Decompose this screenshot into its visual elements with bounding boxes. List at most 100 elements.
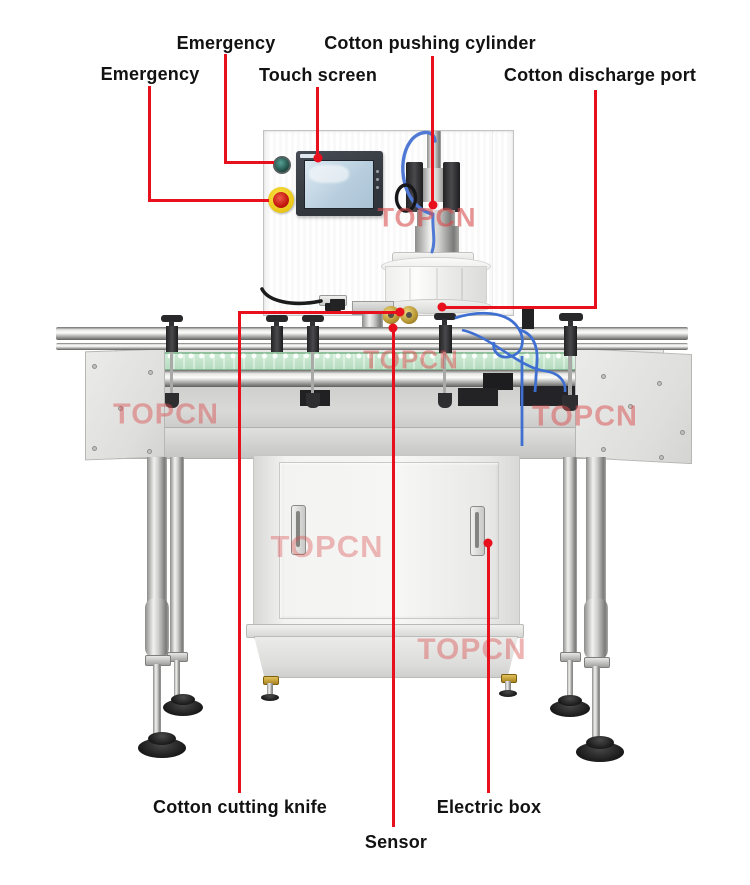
rail-clamp-stem: [568, 320, 573, 327]
watermark: TOPCN: [363, 344, 459, 375]
under-belt-box: [458, 388, 498, 406]
rail-bracket: [522, 309, 534, 329]
suction-foot: [138, 738, 186, 758]
label-cotton-pushing-cylinder: Cotton pushing cylinder: [324, 33, 536, 53]
conveyor-belt-holes: [165, 353, 573, 360]
leg-left-back: [170, 457, 184, 655]
leg-rod: [153, 664, 161, 738]
guide-rail-lower: [56, 343, 688, 350]
door-handle-left-slot: [296, 511, 300, 547]
screw: [657, 381, 662, 386]
label-emergency-left: Emergency: [100, 64, 200, 84]
watermark: TOPCN: [377, 202, 477, 233]
leg-right-front: [586, 457, 606, 607]
screw: [601, 374, 606, 379]
rail-clamp-bracket: [439, 325, 452, 353]
leader-line-electric-box: [487, 543, 490, 793]
turntable-slot: [409, 268, 411, 304]
plinth-foot-stem: [505, 681, 511, 692]
cylinder-guide-right: [443, 162, 460, 212]
rail-clamp-bracket: [564, 326, 577, 356]
screw: [680, 430, 685, 435]
leg-rod: [174, 660, 180, 702]
leader-line-cotton-pushing-cylinder: [431, 56, 434, 204]
leader-line-emergency-top-h: [224, 161, 274, 164]
screw: [118, 406, 123, 411]
rail-clamp-bracket: [166, 326, 178, 352]
rail-clamp: [161, 315, 183, 322]
label-cotton-cutting-knife: Cotton cutting knife: [153, 797, 327, 817]
cylinder-rod: [427, 131, 441, 171]
leader-dot-cotton-discharge-port: [437, 302, 447, 312]
leader-line-touch-screen: [316, 87, 319, 157]
rail-clamp-stem: [310, 321, 315, 328]
emergency-stop-mushroom: [273, 192, 289, 208]
leg-rod: [592, 666, 600, 742]
hmi-brand-strip: [300, 154, 316, 158]
plinth-foot-stem: [267, 683, 273, 696]
hmi-key-dot: [376, 178, 379, 181]
leg-knuckle: [145, 598, 169, 658]
hmi-key-dot: [376, 170, 379, 173]
door-handle-right-slot: [475, 512, 479, 548]
leader-line-emergency-left-h: [148, 199, 269, 202]
leader-line-cotton-cutting-knife-v: [238, 312, 241, 793]
turntable-slot: [436, 268, 438, 304]
guide-rail-upper: [56, 327, 688, 340]
plinth-base: [254, 636, 518, 678]
suction-foot-dome: [586, 736, 614, 749]
rail-clamp-rod: [568, 356, 572, 396]
leader-dot-electric-box: [483, 538, 493, 548]
leader-line-cotton-cutting-knife-h: [238, 311, 400, 314]
panel-seam: [492, 131, 493, 313]
rail-clamp: [434, 313, 456, 320]
knife-mount-block: [362, 313, 383, 328]
cabinet-door-recess: [279, 462, 499, 619]
cylinder-lower-block: [415, 226, 459, 254]
leader-line-cotton-discharge-port-h: [441, 306, 597, 309]
plinth-foot-pad: [261, 694, 279, 701]
screw: [92, 446, 97, 451]
watermark: TOPCN: [532, 400, 638, 433]
watermark: TOPCN: [113, 398, 219, 431]
pilot-lamp-green: [273, 156, 291, 174]
screw: [147, 449, 152, 454]
screw: [628, 404, 633, 409]
rail-clamp-rod: [170, 352, 173, 394]
rail-clamp-rod: [311, 352, 314, 394]
rail-clamp: [559, 313, 583, 321]
label-cotton-discharge-port: Cotton discharge port: [503, 65, 697, 85]
label-touch-screen: Touch screen: [258, 65, 378, 85]
leg-right-back: [563, 457, 577, 655]
leader-line-cotton-discharge-port-v: [594, 90, 597, 309]
label-sensor: Sensor: [364, 832, 428, 852]
leader-line-emergency-left-v: [148, 86, 151, 202]
suction-foot-dome: [558, 695, 582, 706]
rail-clamp: [302, 315, 324, 322]
leg-knuckle: [584, 598, 608, 660]
turntable-slot: [461, 268, 463, 304]
watermark: TOPCN: [417, 633, 527, 666]
hmi-key-dot: [376, 186, 379, 189]
screw: [92, 364, 97, 369]
suction-foot: [550, 700, 590, 717]
rail-clamp-stem: [169, 321, 174, 328]
rail-clamp: [266, 315, 288, 322]
leg-left-front: [147, 457, 167, 607]
suction-foot: [576, 742, 624, 762]
touch-screen-display-glare: [309, 165, 349, 183]
bottle-guide: [306, 393, 320, 408]
screw: [659, 455, 664, 460]
rail-clamp-stem: [274, 321, 279, 328]
leader-dot-sensor: [388, 323, 398, 333]
leader-line-sensor: [392, 327, 395, 827]
leader-dot-touch-screen: [313, 153, 323, 163]
bottle-guide: [562, 395, 578, 411]
label-electric-box: Electric box: [436, 797, 542, 817]
rail-clamp-rod: [443, 352, 446, 394]
rail-clamp-bracket: [307, 326, 319, 352]
screw: [601, 447, 606, 452]
suction-foot-dome: [171, 694, 195, 705]
suction-foot: [163, 699, 203, 716]
